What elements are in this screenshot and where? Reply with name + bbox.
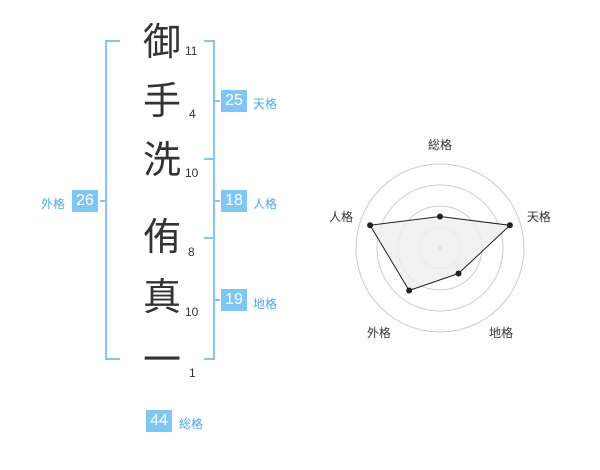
radar-point-1 [506,222,513,229]
name-char-4: 侑 [142,215,181,259]
radar-axis-label-tenkaku: 天格 [526,209,551,224]
stroke-count-2: 4 [189,107,196,121]
radar-axis-label-soukaku: 総格 [428,138,453,152]
tenkaku-label: 天格 [253,97,278,111]
stroke-count-6: 1 [189,366,196,380]
soukaku-label: 総格 [179,417,204,431]
jinkaku-value-badge: 18 [221,190,247,212]
gaikaku-value-badge: 26 [72,190,98,212]
chikaku-label: 地格 [253,297,278,311]
radar-ring-3 [376,184,504,312]
chikaku-bracket [204,237,215,360]
soukaku-value-badge: 44 [146,410,172,432]
radar-point-4 [367,222,374,229]
radar-axis-label-jinkaku: 人格 [329,209,354,224]
name-char-5: 真 [142,275,181,319]
radar-ring-4 [355,163,525,333]
name-char-1: 御 [142,20,181,64]
radar-axis-label-gaikaku: 外格 [366,326,391,341]
chikaku-value-badge: 19 [221,289,247,311]
name-char-6: 一 [142,338,181,382]
stroke-count-1: 11 [185,44,198,58]
radar-data-polygon [369,215,512,292]
jinkaku-label: 人格 [253,197,278,211]
radar-point-2 [455,270,462,277]
radar-point-3 [406,287,413,294]
radar-axis-label-chikaku: 地格 [489,326,514,341]
stroke-count-5: 10 [185,305,199,319]
stroke-count-4: 8 [188,245,195,259]
name-char-3: 洗 [142,138,181,182]
gaikaku-label: 外格 [41,197,66,211]
radar-point-0 [437,213,443,220]
name-char-2: 手 [142,79,181,123]
tenkaku-value-badge: 25 [221,90,247,112]
stroke-count-3: 10 [185,166,199,180]
